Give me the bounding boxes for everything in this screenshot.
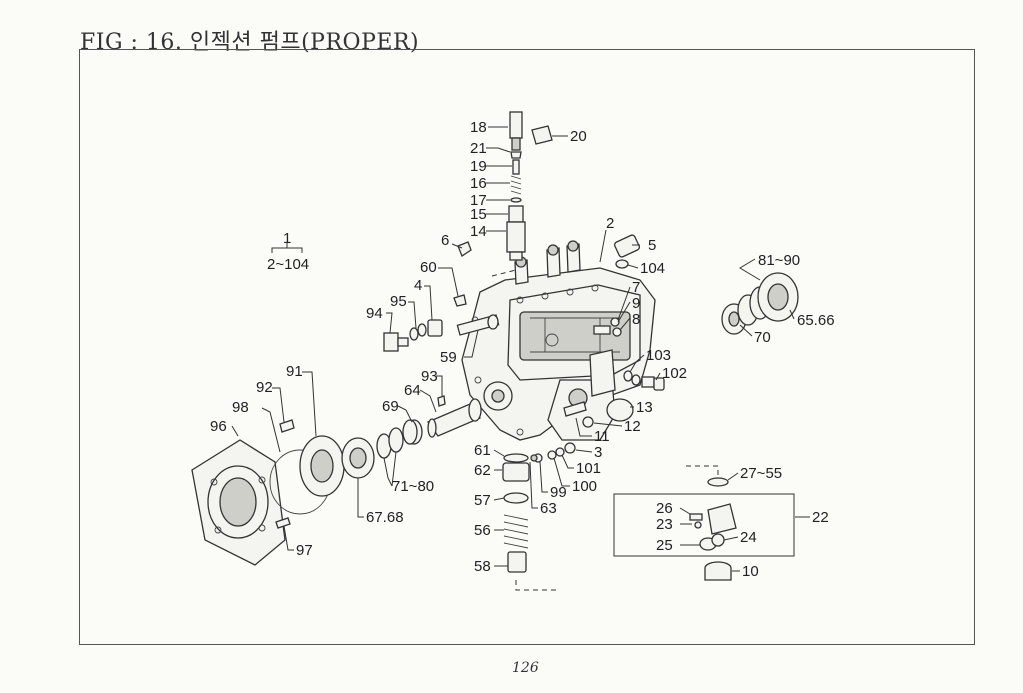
callout-7: 7 [632,279,640,296]
screw-92 [279,419,295,433]
callout-99: 99 [550,484,567,501]
callout-61: 61 [474,442,491,459]
callout-19: 19 [470,158,487,175]
callout-18: 18 [470,119,487,136]
callout-20: 20 [570,128,587,145]
callout-23: 23 [656,516,673,533]
bolt-group-94 [383,314,500,352]
callout-102: 102 [662,365,687,382]
callout-62: 62 [474,462,491,479]
callout-100: 100 [572,478,597,495]
dash-top [491,269,517,277]
callout-93: 93 [421,368,438,385]
callout-101: 101 [576,460,601,477]
leader-lines [231,126,810,572]
bolt-11 [563,401,587,417]
front-cover-96 [191,439,286,566]
callout-8: 8 [632,311,640,328]
callout-22: 22 [812,509,829,526]
nut-12 [582,416,594,428]
delivery-valve-stack [506,111,526,261]
assembly-reference: 1 2~104 [267,230,309,273]
callout-98: 98 [232,399,249,416]
callout-27-55: 27~55 [740,465,782,482]
callout-94: 94 [366,305,383,322]
screw-6 [457,241,472,257]
small-parts-7-9-8 [593,317,622,337]
pump-housing [461,267,656,441]
figure-title: FIG : 16. 인젝션 펌프(PROPER) [80,30,420,55]
cap-10 [704,561,732,581]
small-parts-3-101-100-99 [533,442,576,463]
callout-9: 9 [632,295,640,312]
camshaft [405,395,482,445]
callout-59: 59 [440,349,457,366]
diagram-frame [79,49,975,645]
callout-24: 24 [740,529,757,546]
cover-plate-13 [606,398,634,422]
callout-63: 63 [540,500,557,517]
bolt-97 [275,517,291,529]
callout-5: 5 [648,237,656,254]
callout-11: 11 [594,428,610,445]
callout-25: 25 [656,537,673,554]
callout-92: 92 [256,379,273,396]
callout-91: 91 [286,363,303,380]
callout-2: 2 [606,215,614,232]
dash-lower [515,580,556,591]
governor-group-box [613,493,795,557]
assembly-range: 2~104 [267,256,309,273]
callout-58: 58 [474,558,491,575]
bleeder-screw-20 [531,125,553,145]
fitting-5 [613,234,641,269]
page-number: 126 [512,660,539,676]
callout-71-80: 71~80 [392,478,434,495]
callout-6: 6 [441,232,449,249]
callout-70: 70 [754,329,771,346]
callout-14: 14 [470,223,487,240]
delivery-valve-holders [514,240,581,285]
callout-64: 64 [404,382,421,399]
callout-95: 95 [390,293,407,310]
callout-67-68: 67.68 [366,509,404,526]
callout-56: 56 [474,522,491,539]
callout-103: 103 [646,347,671,364]
callout-57: 57 [474,492,491,509]
callout-104: 104 [640,260,665,277]
callout-96: 96 [210,418,227,435]
callout-60: 60 [420,259,437,276]
callout-4: 4 [414,277,422,294]
callout-17: 17 [470,192,487,209]
bearing-67-68 [341,437,375,479]
callout-10: 10 [742,563,759,580]
callout-97: 97 [296,542,313,559]
callout-16: 16 [470,175,487,192]
callout-13: 13 [636,399,653,416]
tappet-stack [502,453,538,573]
callout-12: 12 [624,418,641,435]
callout-3: 3 [594,444,602,461]
callout-65-66: 65.66 [797,312,835,329]
screw-60 [453,294,467,307]
dash-governor [686,465,719,476]
callout-81-90: 81~90 [758,252,800,269]
oil-seal-91 [299,435,345,497]
callout-labels: 18 20 21 19 16 17 15 14 2 6 5 104 60 4 9… [210,119,835,580]
governor-parts [689,503,737,551]
assembly-number: 1 [283,230,291,247]
shims-71-80 [376,419,418,459]
callout-21: 21 [470,140,487,157]
bearing-stack-right [721,272,799,335]
bolt-group-102 [623,370,665,391]
shim-27-55 [707,477,729,487]
callout-69: 69 [382,398,399,415]
callout-26: 26 [656,500,673,517]
callout-15: 15 [470,206,487,223]
